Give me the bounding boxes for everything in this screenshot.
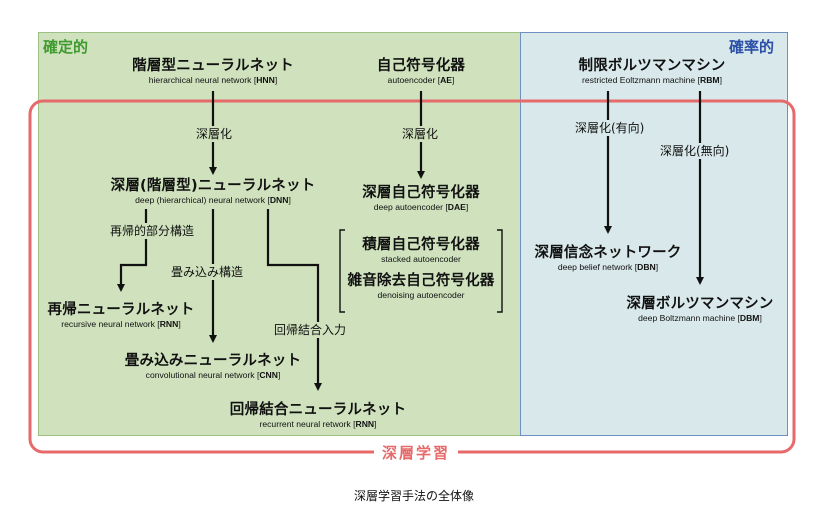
node-ae-jp: 自己符号化器 xyxy=(376,58,466,74)
node-dae: 深層自己符号化器 deep autoencoder [DAE] xyxy=(362,184,480,213)
edge-label-deepen-undirected: 深層化(無向) xyxy=(659,143,731,159)
node-rbm-jp: 制限ボルツマンマシン xyxy=(578,58,726,74)
edge-label-deepen-directed: 深層化(有向) xyxy=(574,120,646,136)
node-dbn-en: deep belief network [DBN] xyxy=(557,262,659,272)
deep-learning-label: 深層学習 xyxy=(374,443,459,463)
node-ae-en: autoencoder [AE] xyxy=(387,75,455,85)
node-ae: 自己符号化器 autoencoder [AE] xyxy=(377,57,465,86)
node-recurrent-nn-jp: 回帰結合ニューラルネット xyxy=(229,402,407,418)
node-dnn: 深層(階層型)ニューラルネット deep (hierarchical) neur… xyxy=(111,177,316,206)
node-recursive-nn: 再帰ニューラルネット recursive neural network [RNN… xyxy=(48,301,195,330)
bracket-right xyxy=(497,229,503,313)
edge-label-convolution-structure: 畳み込み構造 xyxy=(170,264,245,280)
node-dbm-jp: 深層ボルツマンマシン xyxy=(626,296,774,312)
edge-label-deepen-1: 深層化 xyxy=(195,126,234,142)
node-rbm: 制限ボルツマンマシン restricted Eoltzmann machine … xyxy=(579,57,726,86)
node-hnn-jp: 階層型ニューラルネット xyxy=(132,58,294,74)
bracket-left xyxy=(339,229,345,313)
node-recursive-nn-jp: 再帰ニューラルネット xyxy=(47,302,195,318)
node-cnn-jp: 畳み込みニューラルネット xyxy=(124,353,302,369)
node-dbm-en: deep Boltzmann machine [DBM] xyxy=(638,313,762,323)
node-cnn: 畳み込みニューラルネット convolutional neural networ… xyxy=(125,352,301,381)
probabilistic-title: 確率的 xyxy=(729,38,775,56)
node-dbm: 深層ボルツマンマシン deep Boltzmann machine [DBM] xyxy=(627,295,774,324)
node-dnn-jp: 深層(階層型)ニューラルネット xyxy=(110,178,316,194)
edge-label-deepen-2: 深層化 xyxy=(401,126,440,142)
node-dbn: 深層信念ネットワーク deep belief network [DBN] xyxy=(535,244,682,273)
node-hnn-en: hierarchical neural network [HNN] xyxy=(148,75,278,85)
edge-dnn-recnn xyxy=(117,209,148,292)
node-dnn-en: deep (hierarchical) neural network [DNN] xyxy=(135,195,291,205)
edge-label-recursive-structure: 再帰的部分構造 xyxy=(109,223,196,239)
node-denoising-ae-en: denoising autoencoder xyxy=(377,290,465,300)
node-stacked-ae-jp: 積層自己符号化器 xyxy=(362,237,480,253)
node-denoising-ae-jp: 雑音除去自己符号化器 xyxy=(347,273,495,289)
node-dae-en: deep autoencoder [DAE] xyxy=(373,202,469,212)
node-recursive-nn-en: recursive neural network [RNN] xyxy=(61,319,181,329)
figure-caption: 深層学習手法の全体像 xyxy=(353,489,474,503)
deterministic-title: 確定的 xyxy=(43,38,89,56)
edge-label-recurrent-input: 回帰結合入力 xyxy=(273,322,348,338)
node-cnn-en: convolutional neural network [CNN] xyxy=(145,370,281,380)
node-hnn: 階層型ニューラルネット hierarchical neural network … xyxy=(132,57,294,86)
node-stacked-ae: 積層自己符号化器 stacked autoencoder xyxy=(362,236,480,265)
node-denoising-ae: 雑音除去自己符号化器 denoising autoencoder xyxy=(348,272,495,301)
probabilistic-region xyxy=(520,32,788,436)
node-rbm-en: restricted Eoltzmann machine [RBM] xyxy=(582,75,722,85)
node-dbn-jp: 深層信念ネットワーク xyxy=(534,245,682,261)
node-recurrent-nn-en: recurrent neural retwork [RNN] xyxy=(259,419,377,429)
node-recurrent-nn: 回帰結合ニューラルネット recurrent neural retwork [R… xyxy=(230,401,406,430)
node-dae-jp: 深層自己符号化器 xyxy=(362,185,480,201)
node-stacked-ae-en: stacked autoencoder xyxy=(381,254,461,264)
